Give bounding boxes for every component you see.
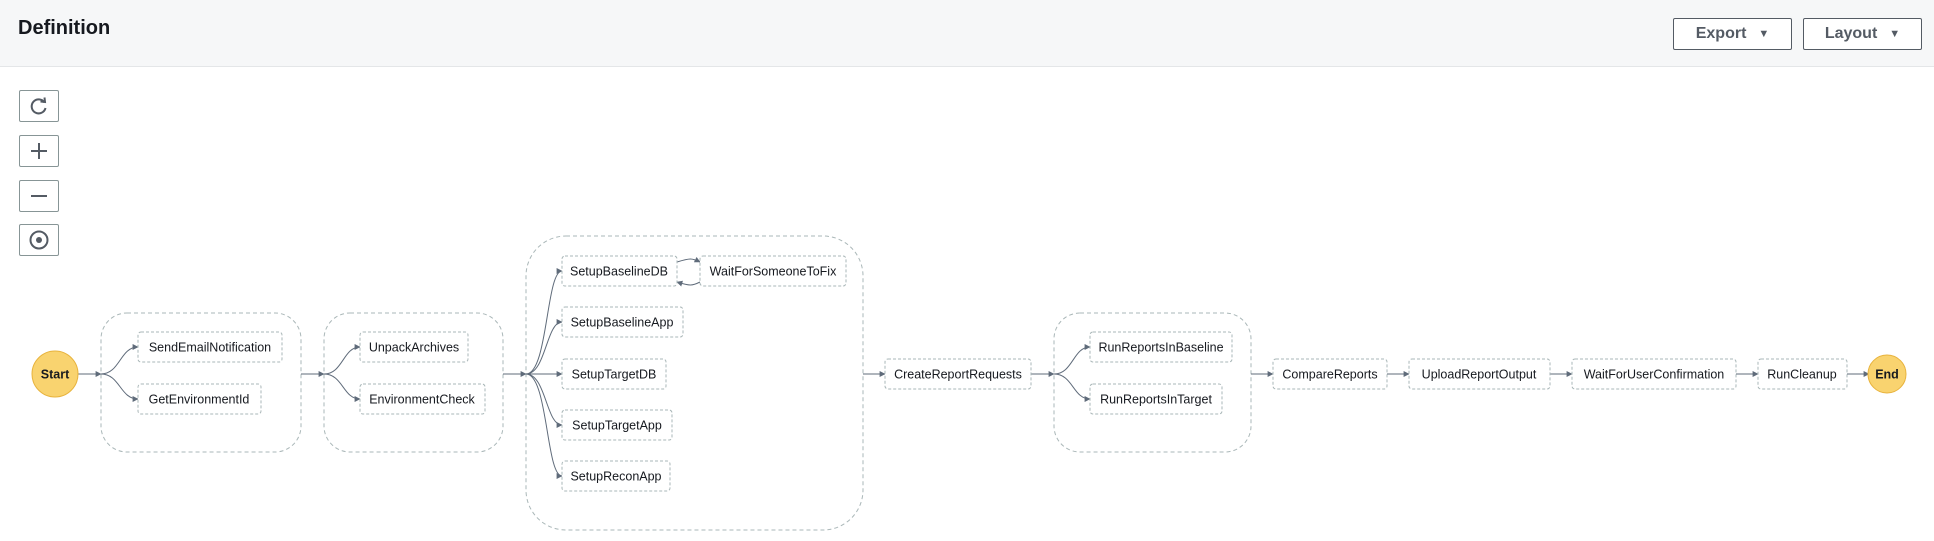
state-label: WaitForUserConfirmation (1584, 368, 1725, 382)
state-label: SetupTargetDB (572, 368, 657, 382)
parallel-group-2 (323, 312, 504, 453)
state-label: SendEmailNotification (149, 341, 271, 355)
export-button[interactable]: Export ▼ (1673, 18, 1792, 50)
end-node[interactable]: End (1867, 354, 1907, 394)
state-setup-baseline-app[interactable]: SetupBaselineApp (561, 306, 684, 338)
center-icon (29, 230, 49, 250)
state-label: UploadReportOutput (1422, 368, 1537, 382)
state-label: SetupBaselineApp (571, 316, 674, 330)
state-run-cleanup[interactable]: RunCleanup (1757, 358, 1848, 390)
state-label: CompareReports (1282, 368, 1377, 382)
state-create-report-requests[interactable]: CreateReportRequests (884, 358, 1032, 390)
refresh-button[interactable] (19, 90, 59, 122)
refresh-icon (30, 97, 47, 115)
zoom-in-button[interactable] (19, 135, 59, 167)
caret-down-icon: ▼ (1889, 28, 1901, 40)
page-title: Definition (18, 17, 111, 39)
state-compare-reports[interactable]: CompareReports (1272, 358, 1388, 390)
layout-button-label: Layout (1824, 25, 1878, 42)
state-label: RunReportsInTarget (1100, 393, 1212, 407)
state-environment-check[interactable]: EnvironmentCheck (359, 383, 486, 415)
state-label: UnpackArchives (369, 341, 459, 355)
end-label: End (1875, 368, 1899, 382)
state-label: EnvironmentCheck (369, 393, 475, 407)
state-run-reports-in-baseline[interactable]: RunReportsInBaseline (1089, 331, 1233, 363)
state-label: SetupTargetApp (572, 419, 662, 433)
state-wait-for-someone-to-fix[interactable]: WaitForSomeoneToFix (699, 255, 847, 287)
state-label: SetupReconApp (570, 470, 661, 484)
parallel-group-1 (100, 312, 302, 453)
export-button-label: Export (1695, 25, 1747, 42)
parallel-group-4 (1053, 312, 1252, 453)
state-send-email-notification[interactable]: SendEmailNotification (137, 331, 283, 363)
state-label: RunCleanup (1767, 368, 1837, 382)
state-unpack-archives[interactable]: UnpackArchives (359, 331, 469, 363)
state-wait-for-user-confirmation[interactable]: WaitForUserConfirmation (1571, 358, 1737, 390)
definition-header: Definition Export ▼ Layout ▼ (0, 0, 1934, 67)
zoom-out-button[interactable] (19, 180, 59, 212)
center-button[interactable] (19, 224, 59, 256)
zoom-out-icon (31, 195, 47, 197)
state-setup-target-app[interactable]: SetupTargetApp (561, 409, 673, 441)
caret-down-icon: ▼ (1758, 28, 1770, 40)
state-label: RunReportsInBaseline (1098, 341, 1223, 355)
zoom-in-icon (31, 143, 47, 159)
state-label: WaitForSomeoneToFix (710, 265, 837, 279)
parallel-group-3 (525, 235, 864, 531)
state-label: GetEnvironmentId (149, 393, 250, 407)
layout-button[interactable]: Layout ▼ (1803, 18, 1922, 50)
state-run-reports-in-target[interactable]: RunReportsInTarget (1089, 383, 1223, 415)
state-setup-recon-app[interactable]: SetupReconApp (561, 460, 671, 492)
start-node[interactable]: Start (31, 350, 79, 398)
state-upload-report-output[interactable]: UploadReportOutput (1408, 358, 1551, 390)
state-get-environment-id[interactable]: GetEnvironmentId (137, 383, 262, 415)
graph-edges (78, 256, 1870, 479)
state-label: CreateReportRequests (894, 368, 1022, 382)
state-setup-target-db[interactable]: SetupTargetDB (561, 358, 667, 390)
state-setup-baseline-db[interactable]: SetupBaselineDB (561, 255, 678, 287)
state-label: SetupBaselineDB (570, 265, 668, 279)
start-label: Start (41, 368, 70, 382)
